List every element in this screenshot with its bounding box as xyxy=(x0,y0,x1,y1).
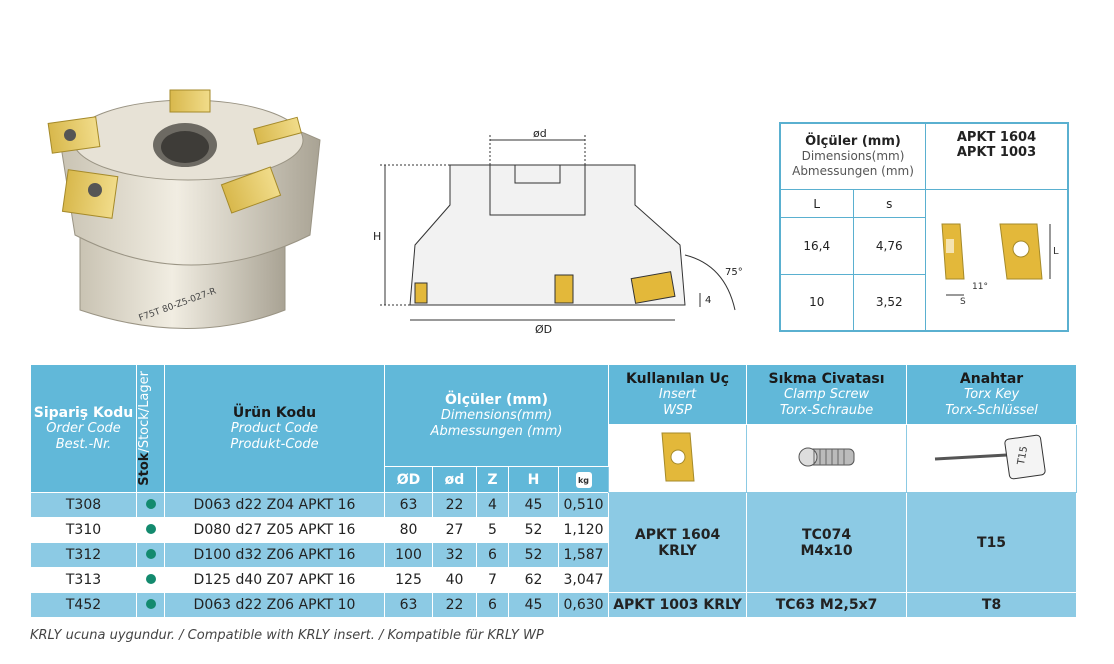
value-weight: 0,630 xyxy=(557,592,610,618)
dims-header: Ölçüler (mm) Dimensions(mm) Abmessungen … xyxy=(780,123,926,190)
value-z: 4 xyxy=(476,492,509,518)
screw-group1: TC074 M4x10 xyxy=(746,492,908,593)
table-row[interactable]: T452 D063 d22 Z06 APKT 10 63 22 6 45 0,6… xyxy=(30,592,1078,618)
header-order-code: Sipariş Kodu Order Code Best.-Nr. xyxy=(30,364,137,493)
order-code: T308 xyxy=(30,492,137,518)
product-code: D100 d32 Z06 APKT 16 xyxy=(164,542,385,568)
key-group1: T15 xyxy=(906,492,1078,593)
clamp-screw-icon xyxy=(798,447,855,466)
stock-dot xyxy=(136,492,165,518)
torx-key-icon: T15 xyxy=(934,434,1046,479)
value-z: 7 xyxy=(476,567,509,593)
screw-group2: TC63 M2,5x7 xyxy=(746,592,908,618)
order-code: T313 xyxy=(30,567,137,593)
svg-text:4: 4 xyxy=(705,295,711,306)
key-group2: T8 xyxy=(906,592,1078,618)
product-code: D063 d22 Z04 APKT 16 xyxy=(164,492,385,518)
svg-text:11°: 11° xyxy=(972,282,988,292)
svg-text:75°: 75° xyxy=(725,267,743,278)
dim-l-1003: 10 xyxy=(780,273,854,331)
face-mill-image: F75T 80-Z5-027-R xyxy=(47,89,321,329)
stock-dot xyxy=(136,542,165,568)
value-d: 27 xyxy=(432,517,477,543)
svg-text:H: H xyxy=(373,230,381,243)
dim-l-1604: 16,4 xyxy=(780,217,854,275)
insert-names: APKT 1604 APKT 1003 xyxy=(925,123,1068,190)
table-row[interactable]: T312 D100 d32 Z06 APKT 16 100 32 6 52 1,… xyxy=(30,542,1077,568)
value-OD: 80 xyxy=(384,517,433,543)
value-d: 22 xyxy=(432,492,477,518)
value-OD: 125 xyxy=(384,567,433,593)
svg-text:L: L xyxy=(1053,246,1059,257)
dim-s-1003: 3,52 xyxy=(852,273,926,331)
header-product-code: Ürün Kodu Product Code Produkt-Code xyxy=(164,364,385,493)
header-stock: Stok/Stock/Lager xyxy=(136,364,165,493)
value-d: 40 xyxy=(432,567,477,593)
value-h: 52 xyxy=(508,542,559,568)
svg-text:ØD: ØD xyxy=(535,323,552,336)
svg-text:ød: ød xyxy=(533,127,547,140)
col-l: L xyxy=(780,189,854,218)
sub-OD: ØD xyxy=(384,466,433,493)
insert-dimensions-table: Ölçüler (mm) Dimensions(mm) Abmessungen … xyxy=(779,122,1069,332)
value-z: 5 xyxy=(476,517,509,543)
order-code: T310 xyxy=(30,517,137,543)
insert-group1: APKT 1604 KRLY xyxy=(608,492,748,593)
insert-icon xyxy=(661,432,695,481)
value-h: 45 xyxy=(508,492,559,518)
value-h: 45 xyxy=(508,592,559,618)
insert-diagram: L 11° S xyxy=(925,189,1068,331)
stock-dot xyxy=(136,567,165,593)
value-h: 62 xyxy=(508,567,559,593)
insert-image xyxy=(608,424,748,493)
product-code: D080 d27 Z05 APKT 16 xyxy=(164,517,385,543)
value-weight: 1,587 xyxy=(557,542,610,568)
value-OD: 63 xyxy=(384,492,433,518)
weight-kg-icon: kg xyxy=(557,466,610,493)
svg-text:T15: T15 xyxy=(1015,445,1029,466)
value-weight: 3,047 xyxy=(557,567,610,593)
table-row[interactable]: T308 D063 d22 Z04 APKT 16 63 22 4 45 0,5… xyxy=(30,492,1078,593)
value-h: 52 xyxy=(508,517,559,543)
insert-diagram-icon: L 11° S xyxy=(940,223,1059,307)
technical-drawing: ød ØD H 75° 4 xyxy=(373,127,743,336)
header-dimensions: Ölçüler (mm) Dimensions(mm) Abmessungen … xyxy=(383,364,610,467)
sub-d: ød xyxy=(432,466,477,493)
product-code: D063 d22 Z06 APKT 10 xyxy=(164,592,385,618)
table-row[interactable]: T310 D080 d27 Z05 APKT 16 80 27 5 52 1,1… xyxy=(30,517,1077,543)
value-d: 22 xyxy=(432,592,477,618)
dim-s-1604: 4,76 xyxy=(852,217,926,275)
order-code: T312 xyxy=(30,542,137,568)
key-image: T15 xyxy=(906,424,1078,493)
value-OD: 100 xyxy=(384,542,433,568)
product-table: Sipariş Kodu Order Code Best.-Nr. Stok/S… xyxy=(30,364,1078,618)
value-weight: 0,510 xyxy=(557,492,610,518)
header-torx-key: Anahtar Torx Key Torx-Schlüssel xyxy=(906,364,1078,425)
header-clamp-screw: Sıkma Civatası Clamp Screw Torx-Schraube xyxy=(746,364,908,425)
col-s: s xyxy=(852,189,926,218)
value-d: 32 xyxy=(432,542,477,568)
sub-h: H xyxy=(508,466,559,493)
insert-group2: APKT 1003 KRLY xyxy=(608,592,748,618)
value-z: 6 xyxy=(476,542,509,568)
svg-text:S: S xyxy=(960,297,966,307)
sub-z: Z xyxy=(476,466,509,493)
stock-dot xyxy=(136,592,165,618)
footnote: KRLY ucuna uygundur. / Compatible with K… xyxy=(30,628,544,643)
header-insert: Kullanılan Uç Insert WSP xyxy=(608,364,748,425)
order-code: T452 xyxy=(30,592,137,618)
product-code: D125 d40 Z07 APKT 16 xyxy=(164,567,385,593)
table-row[interactable]: T313 D125 d40 Z07 APKT 16 125 40 7 62 3,… xyxy=(30,567,1077,593)
value-z: 6 xyxy=(476,592,509,618)
screw-image xyxy=(746,424,908,493)
value-OD: 63 xyxy=(384,592,433,618)
value-weight: 1,120 xyxy=(557,517,610,543)
stock-dot xyxy=(136,517,165,543)
